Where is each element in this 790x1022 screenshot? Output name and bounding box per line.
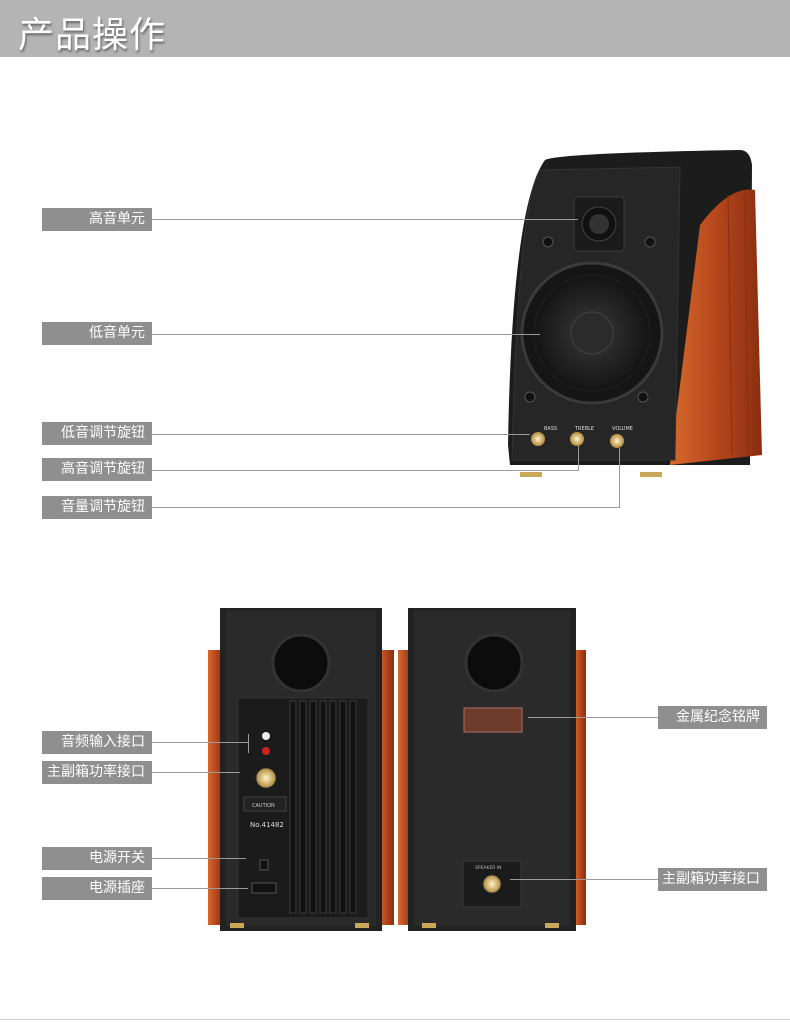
caution-text: CAUTION (252, 803, 275, 809)
knob-label-volume: VOLUME (612, 426, 633, 432)
power-socket (251, 882, 277, 894)
callout-audio-input: 音频输入接口 (42, 731, 152, 754)
treble-knob (570, 432, 584, 446)
callout-power-socket: 电源插座 (42, 877, 152, 900)
bass-knob (531, 432, 545, 446)
callout-power-switch: 电源开关 (42, 847, 152, 870)
callout-power-port-main: 主副箱功率接口 (42, 761, 152, 784)
callout-woofer: 低音单元 (42, 322, 152, 345)
power-switch (259, 859, 269, 871)
section-title: 产品操作 (18, 15, 167, 56)
callout-treble-knob: 高音调节旋钮 (42, 458, 152, 481)
callout-tweeter: 高音单元 (42, 208, 152, 231)
metal-nameplate (463, 707, 523, 733)
knob-label-treble: TREBLE (574, 426, 594, 432)
front-speaker-image: BASS TREBLE VOLUME (508, 150, 762, 477)
bottom-divider (0, 1019, 790, 1020)
callout-power-port-sub: 主副箱功率接口 (658, 868, 767, 891)
knob-label-bass: BASS (544, 426, 557, 432)
section-header: 产品操作 (0, 0, 790, 57)
callout-bass-knob: 低音调节旋钮 (42, 422, 152, 445)
speaker-in-text: SPEAKER IN (475, 865, 502, 871)
serial-number: No.41482 (250, 821, 284, 829)
rear-speakers-image: CAUTION No.41482 SPEAKER IN (208, 608, 586, 931)
callout-metal-nameplate: 金属纪念铭牌 (658, 706, 767, 729)
callout-volume-knob: 音量调节旋钮 (42, 496, 152, 519)
volume-knob (610, 434, 624, 448)
